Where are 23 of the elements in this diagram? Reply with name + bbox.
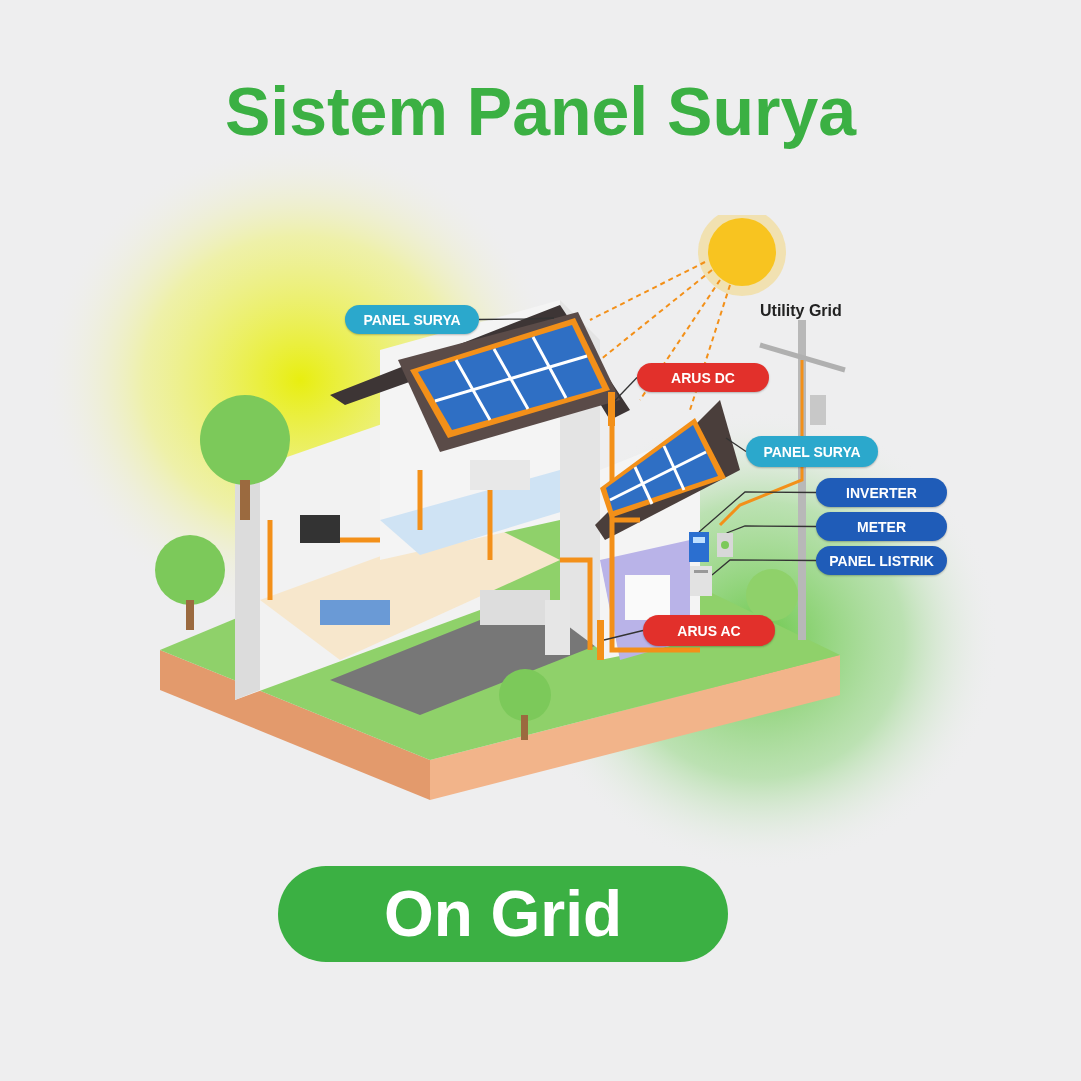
callout-label: PANEL LISTRIK <box>816 546 947 575</box>
system-type-badge: On Grid <box>278 866 728 962</box>
solar-panel-drawing <box>600 418 726 518</box>
callout-label: ARUS AC <box>643 615 775 646</box>
leader-line <box>698 491 817 533</box>
leader-line <box>711 559 817 576</box>
callout-label: ARUS DC <box>637 363 769 392</box>
grid-label: Utility Grid <box>760 302 842 320</box>
callout-label: PANEL SURYA <box>345 305 479 334</box>
leader-line <box>725 525 817 534</box>
callout-label: PANEL SURYA <box>746 436 878 467</box>
callout-label: INVERTER <box>816 478 947 507</box>
meter-drawing <box>717 533 733 557</box>
leader-line <box>614 376 638 402</box>
leader-line <box>603 629 644 641</box>
electrical-panel-box <box>690 566 712 596</box>
wire-bar <box>597 620 604 660</box>
inverter-drawing <box>689 532 709 562</box>
leader-line <box>478 317 555 321</box>
wire-bar <box>608 392 615 426</box>
title: Sistem Panel Surya <box>223 72 858 150</box>
leader-line <box>725 437 747 453</box>
callout-label: METER <box>816 512 947 541</box>
